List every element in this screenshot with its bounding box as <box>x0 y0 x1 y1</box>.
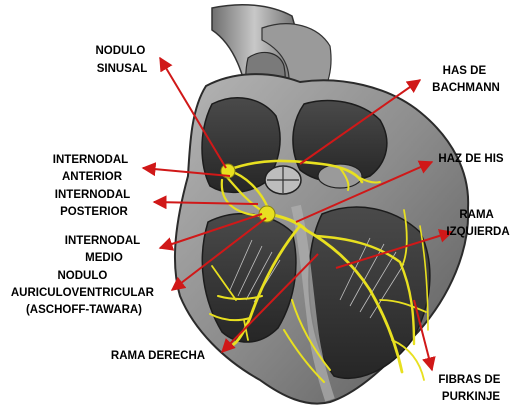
label-has-de-bachmann: HAS DE BACHMANN <box>432 65 500 94</box>
label-nodulo-sinusal: NODULO SINUSAL <box>95 45 148 75</box>
left-ventricle-cavity <box>309 207 430 378</box>
label-internodal-medio: INTERNODAL MEDIO <box>65 235 143 264</box>
label-fibras-de-purkinje: FIBRAS DE PURKINJE <box>438 374 503 403</box>
label-rama-derecha: RAMA DERECHA <box>111 350 205 362</box>
label-internodal-posterior: INTERNODAL POSTERIOR <box>55 189 133 218</box>
label-haz-de-his: HAZ DE HIS <box>438 153 504 165</box>
label-internodal-anterior: INTERNODAL ANTERIOR <box>53 154 131 183</box>
label-nodulo-av: NODULO AURICULOVENTRICULAR (ASCHOFF-TAWA… <box>11 270 157 316</box>
